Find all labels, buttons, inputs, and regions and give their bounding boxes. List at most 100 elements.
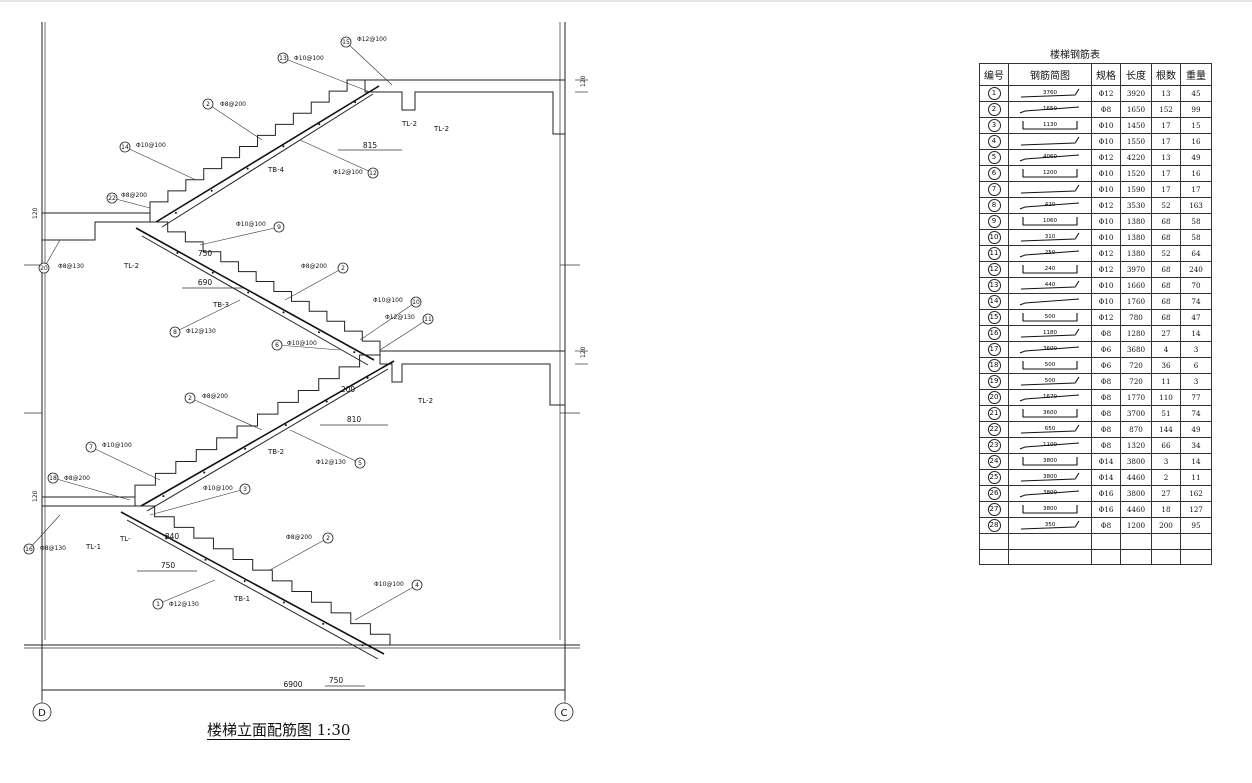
cell-count: 52 xyxy=(1151,197,1181,214)
bar-shape-sketch: 310 xyxy=(1020,232,1080,242)
bar-shape-length: 3800 xyxy=(1043,490,1057,496)
bar-shape-sketch: 1650 xyxy=(1019,106,1080,114)
row-number-badge: 20 xyxy=(987,391,1001,404)
cell-weight: 163 xyxy=(1180,197,1212,214)
bar-shape-length: 420 xyxy=(1045,202,1056,208)
callout-spec: Φ10@100 xyxy=(374,581,404,588)
cell-no: 28 xyxy=(979,517,1009,534)
callout-leader xyxy=(199,226,280,246)
cell-spec: Φ8 xyxy=(1091,421,1121,438)
header-no: 编号 xyxy=(979,63,1009,86)
distribution-bar-dot xyxy=(211,271,214,274)
cell-length: 3800 xyxy=(1120,453,1152,470)
callout-number: 6 xyxy=(275,342,279,349)
callout-circle xyxy=(340,36,352,48)
callout-circle xyxy=(277,52,289,64)
dim-750-lower: 750 xyxy=(161,561,176,570)
cell-spec: Φ12 xyxy=(1091,197,1121,214)
cell-length: 3530 xyxy=(1120,197,1152,214)
main-rebar xyxy=(155,85,380,223)
cell-empty xyxy=(979,533,1009,550)
row-number-badge: 10 xyxy=(987,231,1001,244)
stair-soffit xyxy=(126,519,379,660)
bar-shape-length: 1130 xyxy=(1043,122,1057,128)
cell-spec: Φ10 xyxy=(1091,277,1121,294)
distribution-bar-dot xyxy=(353,351,356,354)
distribution-bar-dot xyxy=(204,558,207,561)
bar-shape-length: 4060 xyxy=(1043,154,1057,160)
cell-weight: 47 xyxy=(1180,309,1212,326)
cell-spec: Φ8 xyxy=(1091,373,1121,390)
callout-spec: Φ8@200 xyxy=(64,475,90,482)
cell-weight: 3 xyxy=(1180,341,1212,358)
cell-shape: 310 xyxy=(1008,229,1092,246)
bar-shape-sketch: 3800 xyxy=(1020,472,1080,482)
cell-spec: Φ8 xyxy=(1091,437,1121,454)
bar-shape-length: 500 xyxy=(1045,378,1056,384)
cell-spec: Φ10 xyxy=(1091,165,1121,182)
bar-shape-sketch: 3760 xyxy=(1020,88,1080,98)
cell-weight: 49 xyxy=(1180,421,1212,438)
callout-circle xyxy=(322,532,334,544)
stair-steps xyxy=(135,505,391,645)
label-tb3: TB-3 xyxy=(212,301,229,309)
bar-shape-sketch: 1060 xyxy=(1022,217,1078,226)
cell-count: 36 xyxy=(1151,357,1181,374)
row-number-badge: 21 xyxy=(987,407,1001,420)
distribution-bar-dot xyxy=(317,331,320,334)
cell-weight: 162 xyxy=(1180,485,1212,502)
cell-shape: 1060 xyxy=(1008,213,1092,230)
cell-spec: Φ12 xyxy=(1091,149,1121,166)
cell-shape: 1200 xyxy=(1008,165,1092,182)
dim-bottom-750: 750 xyxy=(329,676,344,685)
bar-shape-sketch: 650 xyxy=(1020,424,1080,434)
callout-spec: Φ8@200 xyxy=(220,101,246,108)
callout-number: 7 xyxy=(89,444,93,451)
row-number-badge: 18 xyxy=(987,359,1001,372)
bar-shape-sketch: 1100 xyxy=(1019,442,1080,450)
dim-690: 690 xyxy=(198,278,213,287)
row-number-badge: 12 xyxy=(987,263,1001,276)
cell-shape: 1180 xyxy=(1008,325,1092,342)
dim-750-upper: 750 xyxy=(198,249,213,258)
cell-spec: Φ10 xyxy=(1091,229,1121,246)
distribution-bar-dot xyxy=(210,189,213,192)
callout-number: 2 xyxy=(341,265,345,272)
cell-length: 1320 xyxy=(1120,437,1152,454)
bar-shape-length: 1060 xyxy=(1043,218,1057,224)
cell-shape: 3600 xyxy=(1008,405,1092,422)
cell-shape: 500 xyxy=(1008,373,1092,390)
flight-1 xyxy=(149,79,380,228)
cell-shape: 350 xyxy=(1008,517,1092,534)
cell-count: 27 xyxy=(1151,485,1181,502)
rebar-callout: 2Φ8@200 xyxy=(269,532,334,571)
cell-weight: 77 xyxy=(1180,389,1212,406)
cell-length: 4220 xyxy=(1120,149,1152,166)
callout-number: 18 xyxy=(49,475,57,482)
bar-shape-sketch: 440 xyxy=(1020,280,1080,290)
cell-length: 3920 xyxy=(1120,85,1152,102)
callout-number: 15 xyxy=(342,39,350,46)
cell-empty xyxy=(1180,533,1212,550)
distribution-bar-dot xyxy=(282,601,285,604)
label-tb1: TB-1 xyxy=(233,595,250,603)
row-number-badge: 2 xyxy=(987,103,1001,116)
callout-leader xyxy=(299,139,374,174)
cell-weight: 16 xyxy=(1180,133,1212,150)
callout-spec: Φ8@130 xyxy=(40,545,66,552)
label-tl2-d: TL-2 xyxy=(417,397,433,405)
cell-length: 780 xyxy=(1120,309,1152,326)
cell-count: 68 xyxy=(1151,293,1181,310)
